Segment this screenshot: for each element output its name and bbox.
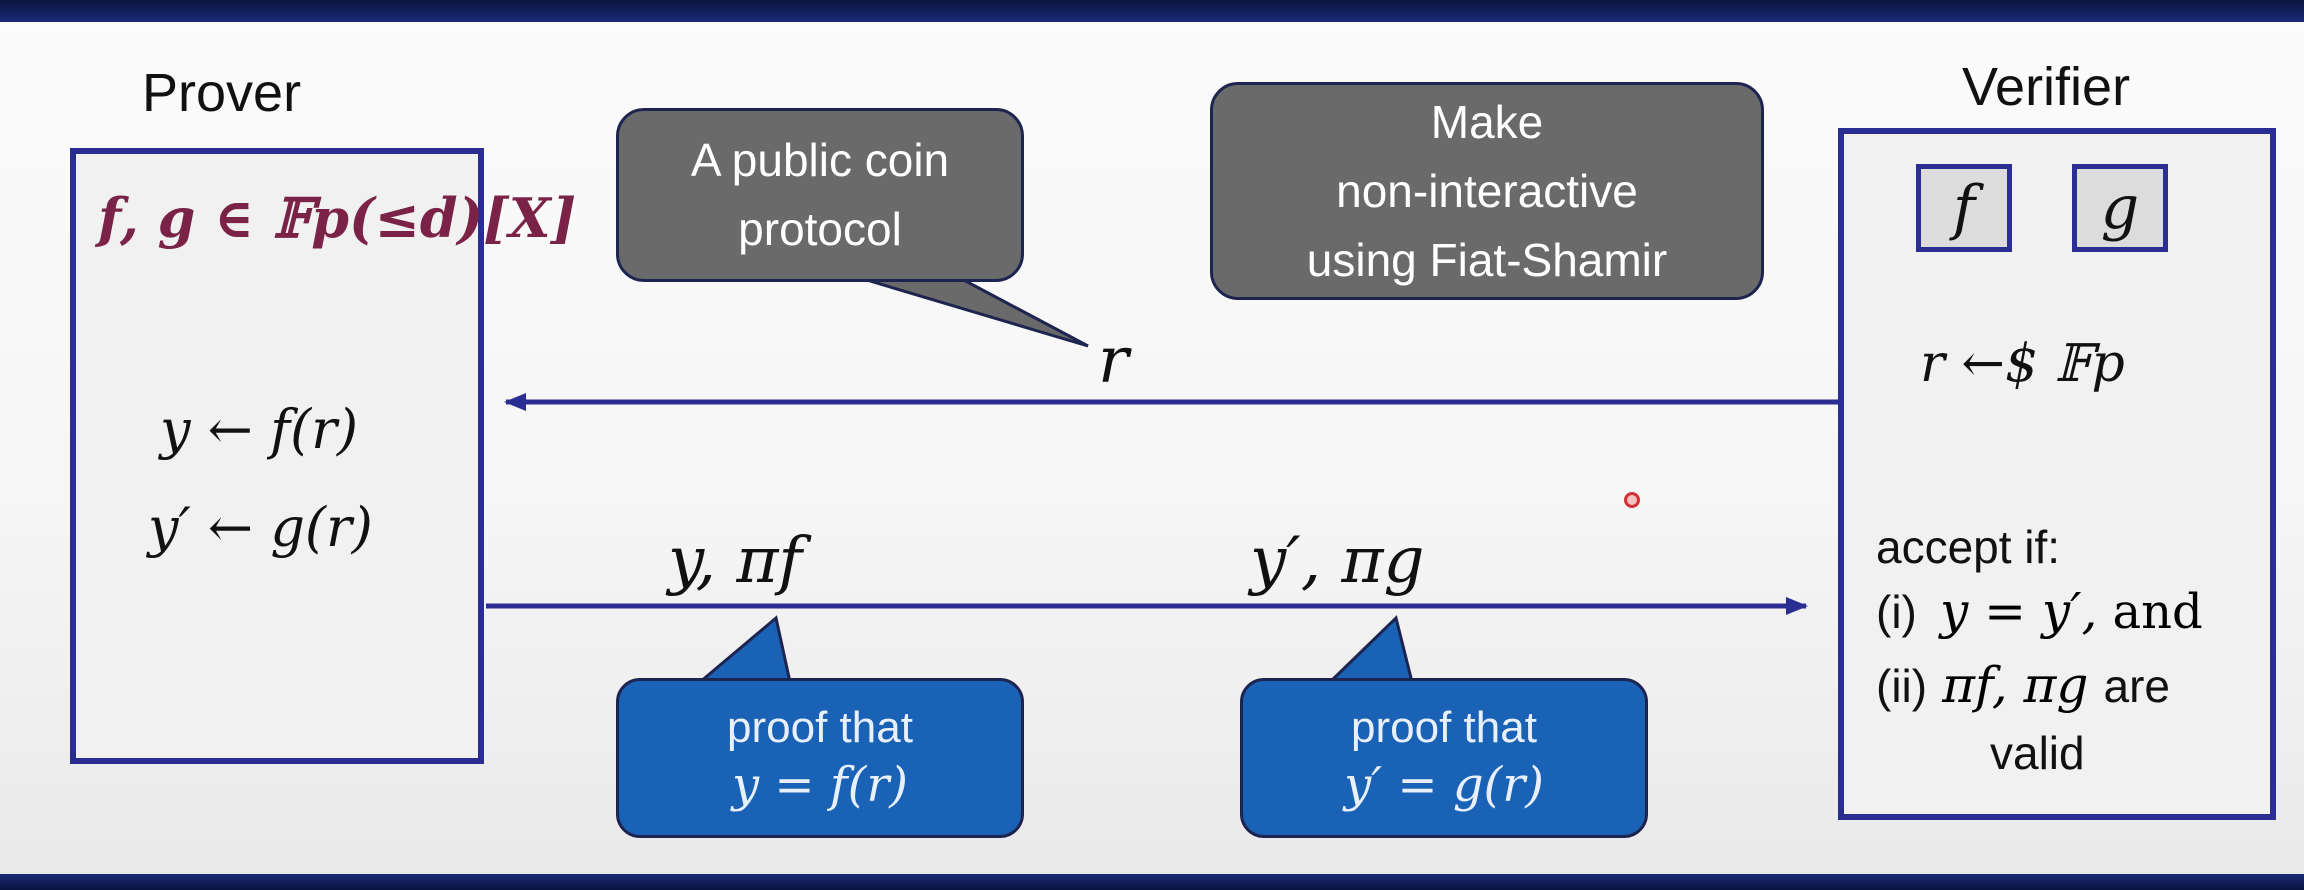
verifier-box [1838, 128, 2276, 820]
fiat-line-1: Make [1430, 95, 1544, 148]
cond2-prefix: (ii) [1876, 660, 1928, 712]
cond2-suffix: are [2103, 660, 2170, 712]
public-coin-line-1: A public coin [690, 134, 950, 186]
public-coin-line-2: protocol [738, 203, 902, 255]
public-coin-callout-tail [859, 276, 1089, 348]
proof1-line-2: y = f(r) [731, 757, 908, 813]
cond2-last: valid [1990, 727, 2085, 779]
fiat-line-3: using Fiat-Shamir [1306, 233, 1668, 286]
prover-membership-text: f, g ∈ 𝔽p(≤d)[X] [98, 186, 577, 250]
proof-callout-1: proof that y = f(r) [616, 678, 1024, 838]
proof2-line-1: proof that [1351, 703, 1537, 752]
response-y-pi-f: y, πf [668, 524, 803, 598]
proof1-callout-tail [695, 615, 792, 684]
prover-step-1: y ← f(r) [160, 398, 359, 461]
bottom-border-bar [0, 874, 2304, 890]
verifier-title: Verifier [1962, 57, 2131, 117]
proof-callout-2: proof that y′ = g(r) [1240, 678, 1648, 838]
verifier-sample: r ←$ 𝔽p [1920, 334, 2125, 394]
cond1-prefix: (i) [1876, 586, 1917, 638]
prover-title: Prover [142, 63, 302, 123]
verifier-accept-heading: accept if: [1876, 521, 2061, 573]
challenge-r-label: r [1098, 324, 1129, 398]
fiat-shamir-callout: Make non-interactive using Fiat-Shamir [1210, 82, 1764, 300]
cond2-math: πf, πg [1942, 656, 2089, 714]
fiat-line-2: non-interactive [1336, 164, 1638, 217]
proof1-line-1: proof that [727, 703, 913, 752]
cond1-math: y = y′, [1939, 582, 2098, 640]
public-coin-callout: A public coin protocol [616, 108, 1024, 282]
top-border-bar [0, 0, 2304, 22]
verifier-box-f: f [1916, 164, 2012, 252]
proof2-callout-tail [1326, 615, 1414, 684]
response-y-prime-pi-g: y′, πg [1250, 524, 1425, 598]
prover-step-2: y′ ← g(r) [148, 496, 373, 559]
cond1-suffix: and [2112, 584, 2203, 640]
prover-membership: f, g ∈ 𝔽p(≤d)[X] [98, 186, 576, 250]
proof2-line-2: y′ = g(r) [1344, 757, 1544, 813]
verifier-condition-2: (ii) πf, πg are [1876, 656, 2170, 714]
laser-pointer-dot [1624, 492, 1640, 508]
verifier-box-g: g [2072, 164, 2168, 252]
prover-box [70, 148, 484, 764]
verifier-condition-1: (i) y = y′, and [1876, 582, 2203, 640]
